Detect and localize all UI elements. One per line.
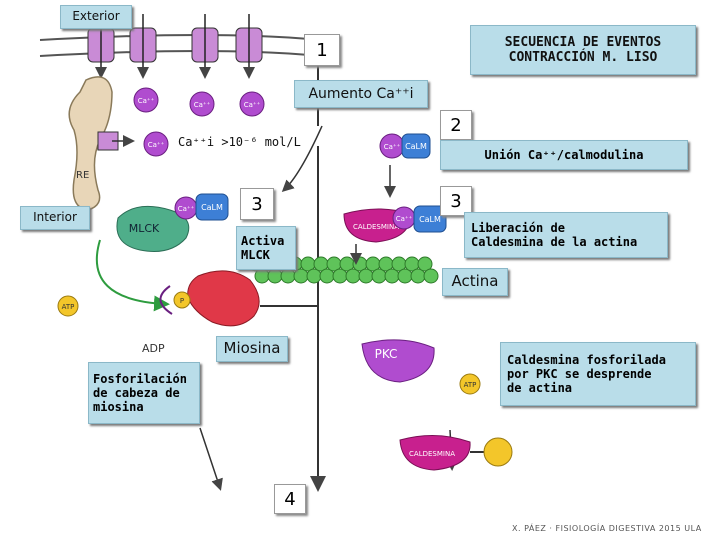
atp-molecule-right: ATP [459,373,481,395]
step-2-marker: 2 [440,110,472,140]
svg-text:Ca⁺⁺: Ca⁺⁺ [396,215,413,223]
activa-mlck-box: Activa MLCK [236,226,296,270]
step-3-left-marker: 3 [240,188,274,220]
svg-text:Ca⁺⁺: Ca⁺⁺ [194,101,211,109]
caldesmon-complex: CALDESMINA Ca⁺⁺ CaLM [343,205,447,243]
svg-text:Ca⁺⁺: Ca⁺⁺ [244,101,261,109]
calcium-ion-3: Ca⁺⁺ [239,91,265,117]
endoplasmic-reticulum [68,76,135,211]
svg-text:MLCK: MLCK [129,222,160,235]
svg-text:ATP: ATP [62,303,75,311]
fosforilacion-box: Fosforilación de cabeza de miosina [88,362,200,424]
liberacion-line-1: Liberación de [471,221,565,235]
calcium-ion-4: Ca⁺⁺ [143,131,169,157]
title-box: SECUENCIA DE EVENTOS CONTRACCIÓN M. LISO [470,25,696,75]
credit-line: X. PÁEZ · FISIOLOGÍA DIGESTIVA 2015 ULA [512,524,702,533]
actin-bead [417,256,433,272]
step-4-marker: 4 [274,484,306,514]
actin-bead [423,268,439,284]
svg-text:Ca⁺⁺: Ca⁺⁺ [178,205,195,213]
exterior-label: Exterior [60,5,132,29]
calcium-channel-3 [191,14,219,79]
svg-text:Ca⁺⁺: Ca⁺⁺ [384,143,401,151]
title-line-2: CONTRACCIÓN M. LISO [508,50,658,65]
calcium-ion-5: Ca⁺⁺ [379,133,405,159]
activa-line-2: MLCK [241,248,270,262]
cell-membrane [39,34,321,57]
fosforilacion-line-2: de cabeza de [93,386,180,400]
svg-text:Ca⁺⁺: Ca⁺⁺ [138,97,155,105]
arrow-phosphorylation [199,427,223,491]
myosin: P [159,270,318,327]
mlck-complex: MLCK Ca⁺⁺ CaLM [116,193,229,252]
title-line-1: SECUENCIA DE EVENTOS [504,35,662,50]
svg-text:CALDESMINA: CALDESMINA [409,450,455,458]
atp-molecule-left: ATP [57,295,79,317]
arrow-to-mlck [281,125,323,193]
arrow-mlck-to-myosin [95,239,170,312]
aumento-ca-label: Aumento Ca⁺⁺i [294,80,428,108]
fosforilacion-line-1: Fosforilación [93,372,187,386]
svg-text:P: P [180,297,184,305]
svg-text:CaLM: CaLM [419,215,441,224]
step-1-marker: 1 [304,34,340,66]
er-label: RE [76,170,89,181]
pkc-enzyme: PKC [361,339,435,383]
svg-text:CaLM: CaLM [201,203,223,212]
caldesmina-line-1: Caldesmina fosforilada [507,353,666,367]
liberacion-box: Liberación de Caldesmina de la actina [464,212,668,258]
calcium-ion-2: Ca⁺⁺ [189,91,215,117]
calcium-channel-4 [235,14,263,79]
calcium-ion-1: Ca⁺⁺ [133,87,159,113]
liberacion-line-2: Caldesmina de la actina [471,235,638,249]
calcium-channel-2 [129,14,157,79]
union-ca-box: Unión Ca⁺⁺/calmodulina [440,140,688,170]
fosforilacion-line-3: miosina [93,400,144,414]
step-3-right-marker: 3 [440,186,472,216]
svg-text:PKC: PKC [375,347,398,361]
activa-line-1: Activa [241,234,285,248]
ca-threshold-label: Ca⁺⁺i >10⁻⁶ mol/L [178,135,301,149]
adp-label: ADP [142,342,165,355]
miosina-label: Miosina [216,336,288,362]
calmodulin-1: CaLM [401,133,431,159]
caldesmina-line-3: de actina [507,381,573,395]
svg-text:CALDESMINA: CALDESMINA [353,223,399,231]
svg-text:ATP: ATP [464,381,477,389]
svg-text:CaLM: CaLM [405,142,427,151]
phosphorylated-caldesmon: CALDESMINA [399,434,513,471]
caldesmina-fosforilada-box: Caldesmina fosforilada por PKC se despre… [500,342,696,406]
caldesmina-line-2: por PKC se desprende [507,367,652,381]
svg-text:Ca⁺⁺: Ca⁺⁺ [148,141,165,149]
actina-label: Actina [442,268,508,296]
interior-label: Interior [20,206,90,230]
